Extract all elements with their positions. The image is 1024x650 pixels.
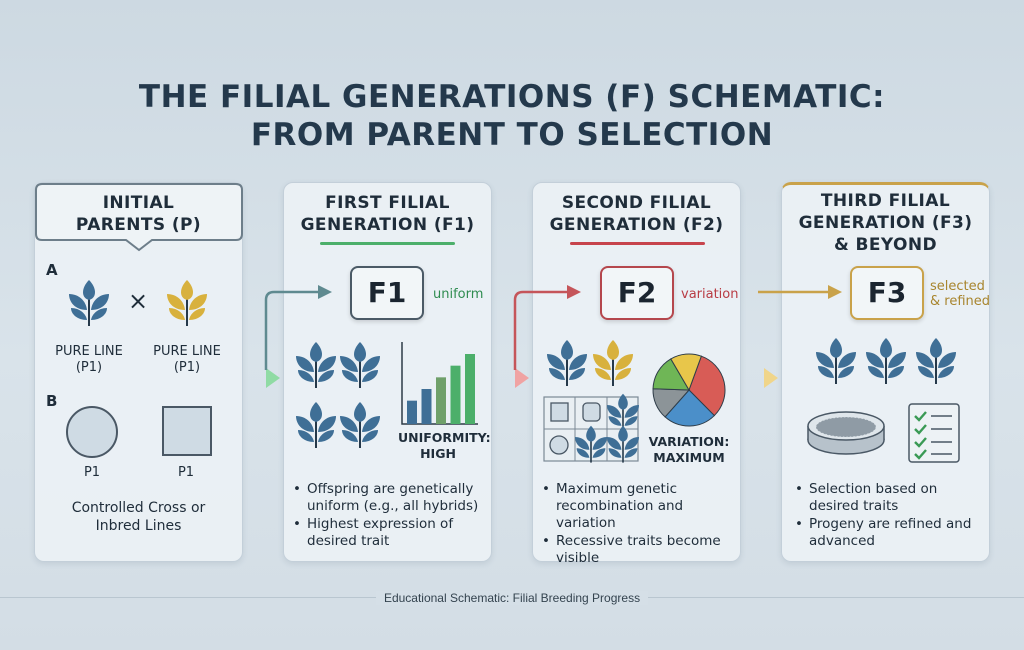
checklist-icon — [908, 403, 960, 463]
f2-bullet-list: Maximum genetic recombination and variat… — [542, 481, 738, 568]
f2-bullet-1: Maximum genetic recombination and variat… — [542, 481, 738, 532]
f2-heading: SECOND FILIAL GENERATION (F2) — [532, 192, 741, 236]
parents-caption-line-2: Inbred Lines — [95, 518, 182, 534]
f2-chart-label-line-2: MAXIMUM — [653, 450, 725, 465]
f3-heading-line-3: & BEYOND — [833, 235, 937, 255]
f2-bullet-2: Recessive traits become visible — [542, 533, 738, 567]
row-label-a: A — [46, 261, 58, 279]
f3-heading-line-1: THIRD FILIAL — [820, 191, 951, 211]
f2-punnett-grid-icon — [543, 392, 640, 464]
f1-bullet-2: Highest expression of desired trait — [293, 516, 483, 550]
f1-heading-line-2: GENERATION (F1) — [300, 215, 475, 235]
f2-heading-underline — [570, 242, 705, 245]
f1-chart-bar — [450, 365, 461, 424]
f2-plant-gold-icon — [592, 339, 634, 387]
f2-pie-slice — [670, 353, 702, 392]
f3-note-line-2: & refined — [930, 294, 991, 309]
f3-note-line-1: selected — [930, 279, 985, 294]
f2-variation-pie-chart — [652, 353, 726, 427]
pure-line-label-1: PURE LINE (P1) — [46, 344, 132, 376]
footer-caption: Educational Schematic: Filial Breeding P… — [0, 591, 1024, 605]
square-parent-icon — [162, 406, 212, 456]
parents-heading: INITIAL PARENTS (P) — [34, 192, 243, 236]
f2-pie-slice — [664, 389, 716, 427]
title-line-1: THE FILIAL GENERATIONS (F) SCHEMATIC: — [138, 79, 886, 115]
f2-generation-box: F2 — [600, 266, 674, 320]
f3-bullet-1: Selection based on desired traits — [795, 481, 980, 515]
pure-line-label-2-line-2: (P1) — [173, 360, 201, 375]
f3-heading-line-2: GENERATION (F3) — [798, 213, 973, 233]
f3-note: selected & refined — [930, 279, 990, 309]
f1-note: uniform — [433, 287, 484, 302]
f2-heading-line-1: SECOND FILIAL — [561, 193, 712, 213]
f1-chart-bar — [465, 354, 475, 424]
f1-chart-bar — [436, 377, 446, 424]
f3-heading: THIRD FILIAL GENERATION (F3) & BEYOND — [781, 190, 990, 256]
f2-heading-line-2: GENERATION (F2) — [549, 215, 724, 235]
arrow-p-to-f1-icon — [244, 285, 332, 388]
parents-heading-line-1: INITIAL — [102, 193, 175, 213]
f2-chart-label-line-1: VARIATION: — [648, 434, 730, 449]
f1-chart-label: UNIFORMITY: HIGH — [398, 430, 491, 462]
f1-heading-underline — [320, 242, 455, 245]
f1-chart-bar — [421, 389, 432, 424]
f1-chart-bar — [407, 400, 417, 424]
f3-plants-icon — [815, 337, 957, 385]
f1-bullet-list: Offspring are genetically uniform (e.g.,… — [293, 481, 483, 551]
pure-line-label-1-line-2: (P1) — [75, 360, 103, 375]
parents-caption-line-1: Controlled Cross or — [71, 500, 206, 516]
sieve-icon — [807, 411, 885, 455]
f1-heading: FIRST FILIAL GENERATION (F1) — [283, 192, 492, 236]
title-line-2: FROM PARENT TO SELECTION — [250, 117, 774, 153]
arrow-f1-to-f2-icon — [493, 285, 581, 388]
cross-symbol: × — [128, 287, 149, 315]
circle-parent-icon — [66, 406, 118, 458]
f1-plants-icon — [295, 341, 381, 449]
footer-text: Educational Schematic: Filial Breeding P… — [375, 591, 649, 605]
f3-generation-box: F3 — [850, 266, 924, 320]
f2-pie-slice — [688, 355, 726, 417]
diagram-title: THE FILIAL GENERATIONS (F) SCHEMATIC: FR… — [0, 78, 1024, 154]
f3-bullet-list: Selection based on desired traits Progen… — [795, 481, 980, 551]
parents-heading-tab — [35, 183, 243, 252]
pure-line-label-2-line-1: PURE LINE — [153, 344, 221, 359]
f2-chart-label: VARIATION: MAXIMUM — [642, 434, 736, 466]
plant-blue-icon — [68, 279, 110, 327]
arrow-f2-to-f3-icon — [742, 285, 842, 388]
pure-line-label-1-line-1: PURE LINE — [55, 344, 123, 359]
f1-bullet-1: Offspring are genetically uniform (e.g.,… — [293, 481, 483, 515]
f1-chart-label-line-2: HIGH — [420, 446, 456, 461]
pure-line-label-2: PURE LINE (P1) — [144, 344, 230, 376]
f1-chart-label-line-1: UNIFORMITY: — [398, 430, 491, 445]
f2-note: variation — [681, 287, 739, 302]
plant-gold-icon — [166, 279, 208, 327]
parents-caption: Controlled Cross or Inbred Lines — [34, 499, 243, 535]
parents-heading-line-2: PARENTS (P) — [75, 215, 202, 235]
f2-plant-blue-icon — [546, 339, 588, 387]
f3-bullet-2: Progeny are refined and advanced — [795, 516, 980, 550]
shape-label-1: P1 — [83, 465, 101, 480]
shape-label-2: P1 — [177, 465, 195, 480]
f1-heading-line-1: FIRST FILIAL — [325, 193, 450, 213]
f1-uniformity-chart — [401, 342, 478, 425]
row-label-b: B — [46, 392, 58, 410]
f1-generation-box: F1 — [350, 266, 424, 320]
